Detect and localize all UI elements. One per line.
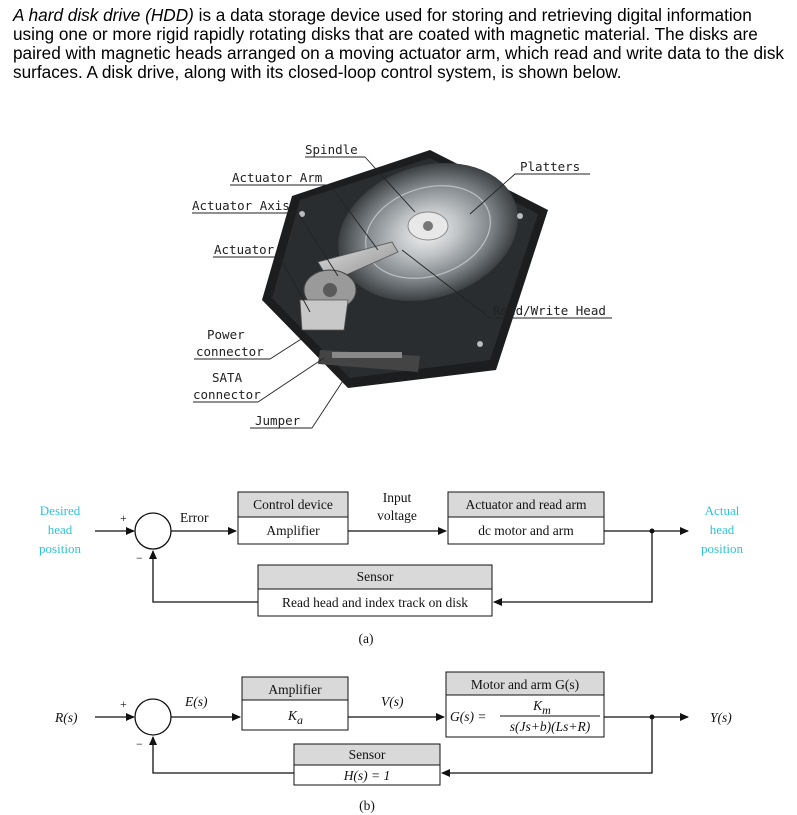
label-platters: Platters xyxy=(520,159,580,174)
b-sensor-title: Sensor xyxy=(349,747,386,762)
a-sensor-sub: Read head and index track on disk xyxy=(282,595,468,610)
b-sensor-sub: H(s) = 1 xyxy=(343,768,391,783)
b-summing-junction xyxy=(134,698,172,736)
b-g-num: Km xyxy=(532,698,551,717)
a-plus-sign: + xyxy=(120,511,127,525)
a-output-1: Actual xyxy=(705,503,740,518)
block-diagram-b: R(s) + − E(s) Amplifier Ka V(s) Motor an… xyxy=(54,671,732,813)
connector-image xyxy=(318,350,420,372)
b-error: E(s) xyxy=(184,694,208,709)
a-actuator-title: Actuator and read arm xyxy=(465,497,587,512)
a-error-label: Error xyxy=(180,510,209,525)
label-actuator-arm: Actuator Arm xyxy=(232,170,322,185)
a-output-2: head xyxy=(710,522,735,537)
photo-leader-lines xyxy=(192,156,612,429)
intro-text: is a data storage device used for storin… xyxy=(13,5,785,82)
a-summing-junction xyxy=(134,512,172,550)
actuator-arm-image xyxy=(299,241,399,331)
b-g-lhs: G(s) = xyxy=(450,709,486,724)
a-input-voltage-2: voltage xyxy=(377,508,417,523)
b-input: R(s) xyxy=(54,710,78,725)
a-amplifier: Amplifier xyxy=(266,523,320,538)
label-actuator-axis: Actuator Axis xyxy=(192,198,290,213)
a-input-2: head xyxy=(48,522,73,537)
a-sensor-title: Sensor xyxy=(357,569,394,584)
a-control-device: Control device xyxy=(253,497,333,512)
b-minus-sign: − xyxy=(136,737,143,751)
label-actuator: Actuator xyxy=(214,242,275,257)
a-minus-sign: − xyxy=(136,551,143,565)
block-diagram-a: Desired head position + − Error Control … xyxy=(39,490,743,646)
intro-lead: A hard disk drive (HDD) xyxy=(13,5,194,25)
hdd-illustration xyxy=(262,150,548,388)
a-output-3: position xyxy=(701,541,743,556)
a-input-voltage-1: Input xyxy=(383,490,412,505)
a-actuator-sub: dc motor and arm xyxy=(478,523,574,538)
b-plus-sign: + xyxy=(120,697,127,711)
label-power-2: connector xyxy=(196,344,264,359)
a-input-3: position xyxy=(39,541,81,556)
label-read-write-head: Read/Write Head xyxy=(493,303,606,318)
b-amp-gain: Ka xyxy=(287,708,303,727)
a-input-1: Desired xyxy=(40,503,81,518)
b-motor-title: Motor and arm G(s) xyxy=(471,677,579,692)
b-caption: (b) xyxy=(359,798,375,813)
b-g-den: s(Js+b)(Ls+R) xyxy=(510,719,591,734)
a-caption: (a) xyxy=(359,631,374,646)
label-sata-1: SATA xyxy=(212,370,243,385)
b-output: Y(s) xyxy=(710,710,732,725)
photo-labels: Spindle Platters Actuator Arm Actuator A… xyxy=(192,142,606,428)
label-spindle: Spindle xyxy=(305,142,358,157)
intro-paragraph: A hard disk drive (HDD) is a data storag… xyxy=(13,6,791,82)
label-sata-2: connector xyxy=(193,387,261,402)
b-amplifier: Amplifier xyxy=(268,682,322,697)
label-jumper: Jumper xyxy=(255,413,301,428)
b-voltage: V(s) xyxy=(381,694,404,709)
label-power-1: Power xyxy=(207,327,245,342)
